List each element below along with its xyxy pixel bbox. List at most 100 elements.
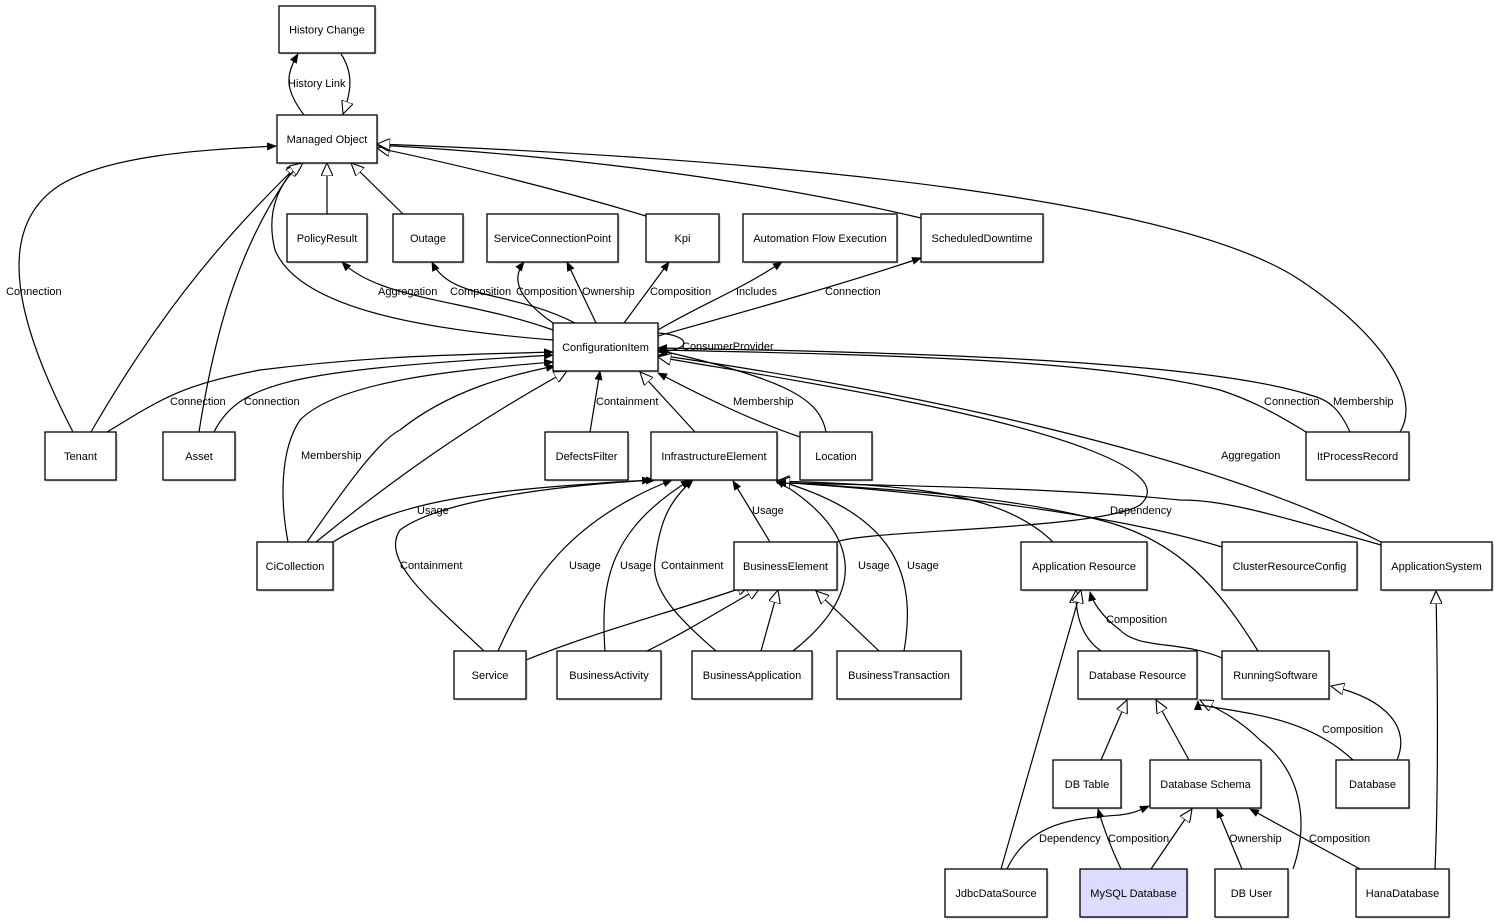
- class-node-business-element[interactable]: BusinessElement: [733, 541, 839, 592]
- class-node-label: PolicyResult: [297, 233, 358, 245]
- inheritance-edge-database-resource-to-application-resource: [1076, 590, 1102, 652]
- class-node-box[interactable]: [392, 213, 464, 263]
- class-node-location[interactable]: Location: [799, 431, 874, 482]
- inheritance-edge-it-process-record-to-managed-object: [377, 144, 1407, 433]
- inheritance-edge-db-table-to-database-resource: [1100, 700, 1127, 761]
- class-node-box[interactable]: [162, 431, 236, 481]
- class-node-it-process-record[interactable]: ItProcessRecord: [1305, 431, 1411, 482]
- class-node-box[interactable]: [556, 650, 662, 700]
- class-node-box[interactable]: [920, 213, 1044, 263]
- inheritance-edge-ci-collection-to-configuration-item: [315, 371, 567, 543]
- class-node-box[interactable]: [1221, 650, 1330, 700]
- class-node-tenant[interactable]: Tenant: [44, 431, 118, 482]
- class-node-box[interactable]: [650, 431, 778, 481]
- class-node-label: JdbcDataSource: [955, 888, 1036, 900]
- class-node-box[interactable]: [544, 431, 629, 481]
- class-node-label: BusinessActivity: [569, 670, 649, 682]
- inheritance-edge-business-activity-to-business-element: [646, 588, 760, 652]
- association-edge-business-application-to-infrastructure-element: [775, 479, 846, 652]
- class-node-cluster-resource-config[interactable]: ClusterResourceConfig: [1221, 541, 1359, 592]
- class-node-box[interactable]: [1221, 541, 1358, 591]
- class-node-jdbc-data-source[interactable]: JdbcDataSource: [944, 868, 1049, 919]
- class-node-box[interactable]: [1380, 541, 1493, 591]
- association-edge-jdbc-data-source-to-database-schema: [1006, 805, 1150, 870]
- class-node-box[interactable]: [799, 431, 873, 481]
- class-node-infrastructure-element[interactable]: InfrastructureElement: [650, 431, 779, 482]
- class-node-database[interactable]: Database: [1335, 759, 1411, 810]
- edge-label: Connection: [244, 396, 300, 408]
- edge-label: Dependency: [1110, 505, 1172, 517]
- edge-label: Includes: [736, 286, 777, 298]
- inheritance-edge-history-change-to-managed-object: [340, 53, 350, 114]
- class-node-box[interactable]: [645, 213, 720, 263]
- class-node-box[interactable]: [733, 541, 838, 591]
- class-node-ci-collection[interactable]: CiCollection: [256, 541, 335, 592]
- association-edge-location-to-configuration-item: [657, 348, 827, 433]
- class-node-label: HanaDatabase: [1366, 888, 1439, 900]
- class-node-running-software[interactable]: RunningSoftware: [1221, 650, 1331, 701]
- class-node-asset[interactable]: Asset: [162, 431, 237, 482]
- class-node-db-user[interactable]: DB User: [1214, 868, 1290, 919]
- class-node-mysql-database[interactable]: MySQL Database: [1079, 868, 1189, 919]
- edge-label: Aggregation: [1221, 450, 1280, 462]
- class-node-application-resource[interactable]: Application Resource: [1020, 541, 1149, 592]
- class-node-box[interactable]: [278, 5, 376, 54]
- association-edge-ci-collection-to-configuration-item: [306, 363, 556, 543]
- class-node-box[interactable]: [1335, 759, 1410, 809]
- association-edge-managed-object-to-history-change: [288, 53, 305, 116]
- edge-label: Membership: [733, 396, 794, 408]
- edge-label: Usage: [620, 560, 652, 572]
- edge-label: Composition: [1106, 614, 1167, 626]
- class-node-policy-result[interactable]: PolicyResult: [286, 213, 369, 264]
- class-node-db-table[interactable]: DB Table: [1052, 759, 1123, 810]
- class-node-box[interactable]: [836, 650, 962, 700]
- class-node-box[interactable]: [691, 650, 813, 700]
- class-node-box[interactable]: [286, 213, 368, 263]
- class-node-managed-object[interactable]: Managed Object: [276, 114, 379, 165]
- class-node-automation-flow-execution[interactable]: Automation Flow Execution: [742, 213, 899, 264]
- class-node-outage[interactable]: Outage: [392, 213, 465, 264]
- class-node-box[interactable]: [44, 431, 117, 481]
- class-node-box[interactable]: [276, 114, 378, 164]
- edge-label: Usage: [858, 560, 890, 572]
- inheritance-edge-mysql-database-to-database-schema: [1150, 809, 1192, 870]
- class-node-hana-database[interactable]: HanaDatabase: [1355, 868, 1451, 919]
- class-node-box[interactable]: [1077, 650, 1198, 700]
- class-node-label: ApplicationSystem: [1391, 561, 1482, 573]
- class-node-scheduled-downtime[interactable]: ScheduledDowntime: [920, 213, 1045, 264]
- class-node-application-system[interactable]: ApplicationSystem: [1380, 541, 1494, 592]
- class-node-box[interactable]: [944, 868, 1048, 918]
- class-node-service-connection-point[interactable]: ServiceConnectionPoint: [486, 213, 620, 264]
- class-node-box[interactable]: [552, 322, 659, 372]
- class-node-business-application[interactable]: BusinessApplication: [691, 650, 814, 701]
- class-node-box[interactable]: [256, 541, 334, 591]
- class-node-label: BusinessApplication: [703, 670, 801, 682]
- association-edge-application-system-to-configuration-item: [657, 352, 1382, 543]
- class-node-box[interactable]: [1214, 868, 1289, 918]
- class-node-box[interactable]: [1149, 759, 1262, 809]
- association-edge-business-transaction-to-infrastructure-element: [775, 478, 908, 652]
- class-node-box[interactable]: [1305, 431, 1410, 481]
- class-node-box[interactable]: [1355, 868, 1450, 918]
- association-edge-configuration-item-to-configuration-item: [657, 332, 685, 356]
- class-node-business-activity[interactable]: BusinessActivity: [556, 650, 663, 701]
- class-node-box[interactable]: [742, 213, 898, 263]
- edge-label: Composition: [516, 286, 577, 298]
- class-node-database-resource[interactable]: Database Resource: [1077, 650, 1199, 701]
- class-node-business-transaction[interactable]: BusinessTransaction: [836, 650, 963, 701]
- class-node-history-change[interactable]: History Change: [278, 5, 377, 55]
- association-edge-tenant-to-managed-object: [18, 142, 277, 433]
- class-node-box[interactable]: [1079, 868, 1188, 918]
- class-node-box[interactable]: [1052, 759, 1122, 809]
- class-node-kpi[interactable]: Kpi: [645, 213, 721, 264]
- class-node-label: ConfigurationItem: [562, 342, 649, 354]
- association-edge-service-to-infrastructure-element: [497, 479, 673, 652]
- class-node-database-schema[interactable]: Database Schema: [1149, 759, 1263, 810]
- class-node-service[interactable]: Service: [453, 650, 528, 701]
- class-node-box[interactable]: [486, 213, 619, 263]
- association-edge-db-user-to-database-schema: [1216, 808, 1243, 870]
- class-node-configuration-item[interactable]: ConfigurationItem: [552, 322, 660, 373]
- class-node-defects-filter[interactable]: DefectsFilter: [544, 431, 630, 482]
- class-node-box[interactable]: [453, 650, 527, 700]
- class-node-box[interactable]: [1020, 541, 1148, 591]
